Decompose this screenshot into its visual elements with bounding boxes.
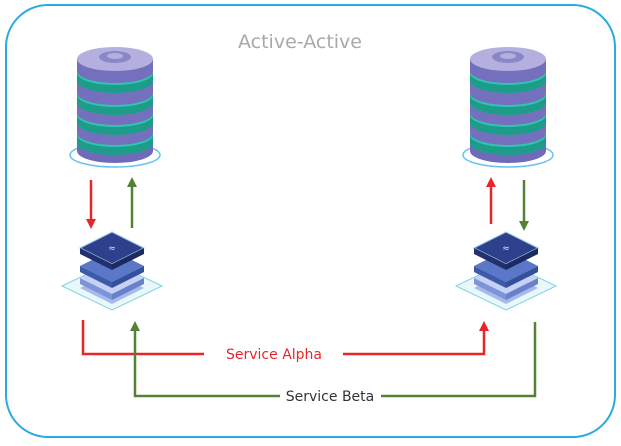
database-icon <box>69 46 161 168</box>
diagram-frame <box>5 4 616 438</box>
service-beta-link-left <box>130 321 280 398</box>
server-node-icon <box>61 231 163 311</box>
service-alpha-link <box>81 320 204 356</box>
service-alpha-link-right <box>343 321 489 356</box>
service-beta-link <box>381 322 537 398</box>
service-beta-label: Service Beta <box>286 389 374 405</box>
database-icon <box>462 46 554 168</box>
diagram-title: Active-Active <box>238 31 362 53</box>
service-alpha-label: Service Alpha <box>226 347 322 363</box>
server-node-icon <box>455 231 557 311</box>
